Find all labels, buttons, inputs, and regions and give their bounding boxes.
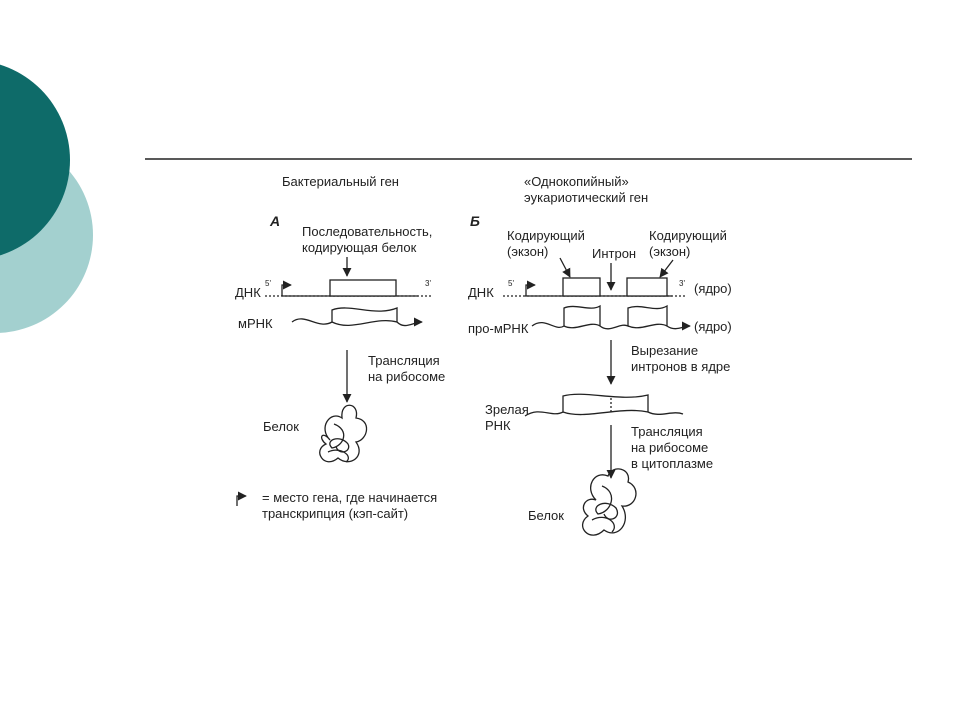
translation-label-left-2: на рибосоме <box>368 369 445 384</box>
exon2-label-1: Кодирующий <box>649 228 727 243</box>
mature-rna-label-1: Зрелая <box>485 402 529 417</box>
three-prime-right: 3' <box>679 279 685 288</box>
premrna-label: про-мРНК <box>468 321 529 336</box>
panel-a-letter: А <box>269 213 280 229</box>
exon1-pointer-arrow <box>559 257 571 278</box>
exon1-label-2: (экзон) <box>507 244 548 259</box>
premrna-strand <box>531 304 691 331</box>
translation-label-left-1: Трансляция <box>368 353 440 368</box>
exon2-box <box>626 277 668 297</box>
coding-region-box <box>329 279 397 297</box>
exon2-label-2: (экзон) <box>649 244 690 259</box>
splicing-label-2: интронов в ядре <box>631 359 730 374</box>
eukaryotic-heading-1: «Однокопийный» <box>524 174 629 189</box>
translation-label-right-3: в цитоплазме <box>631 456 713 471</box>
eukaryotic-heading-2: эукариотический ген <box>524 190 648 205</box>
protein-label-right: Белок <box>528 508 564 523</box>
folded-protein-left <box>319 404 368 463</box>
mrna-coding-bottom <box>331 320 398 326</box>
dna-label-left: ДНК <box>235 285 261 300</box>
folded-protein-right <box>581 468 637 536</box>
dna-label-right: ДНК <box>468 285 494 300</box>
coding-sequence-label-1: Последовательность, <box>302 224 432 239</box>
translation-label-right-1: Трансляция <box>631 424 703 439</box>
premrna-exon2-bottom <box>627 323 668 329</box>
nucleus-label-premrna: (ядро) <box>694 319 732 334</box>
mature-rna-label-2: РНК <box>485 418 511 433</box>
coding-sequence-label-2: кодирующая белок <box>302 240 417 255</box>
splicing-label-1: Вырезание <box>631 343 698 358</box>
mrna-label: мРНК <box>238 316 273 331</box>
mature-rna-strand <box>524 393 684 417</box>
mature-rna-bottom <box>562 409 649 416</box>
intron-label: Интрон <box>592 246 636 261</box>
panel-b-letter: Б <box>470 213 480 229</box>
three-prime-left: 3' <box>425 279 431 288</box>
translation-label-right-2: на рибосоме <box>631 440 708 455</box>
nucleus-label-dna: (ядро) <box>694 281 732 296</box>
premrna-exon1-bottom <box>563 323 601 329</box>
legend-text-1: = место гена, где начинается <box>262 490 437 505</box>
cap-site-flag-right <box>525 280 536 296</box>
protein-label-left: Белок <box>263 419 299 434</box>
legend-flag-icon <box>236 491 247 506</box>
exon1-box <box>562 277 601 297</box>
bacterial-gene-heading: Бактериальный ген <box>282 174 399 189</box>
five-prime-left: 5' <box>265 279 271 288</box>
mrna-strand <box>291 307 423 327</box>
exon1-label-1: Кодирующий <box>507 228 585 243</box>
legend-text-2: транскрипция (кэп-сайт) <box>262 506 408 521</box>
decor-circle-dark <box>0 64 70 256</box>
exon2-pointer-arrow <box>659 259 674 278</box>
five-prime-right: 5' <box>508 279 514 288</box>
cap-site-flag-left <box>281 280 292 296</box>
